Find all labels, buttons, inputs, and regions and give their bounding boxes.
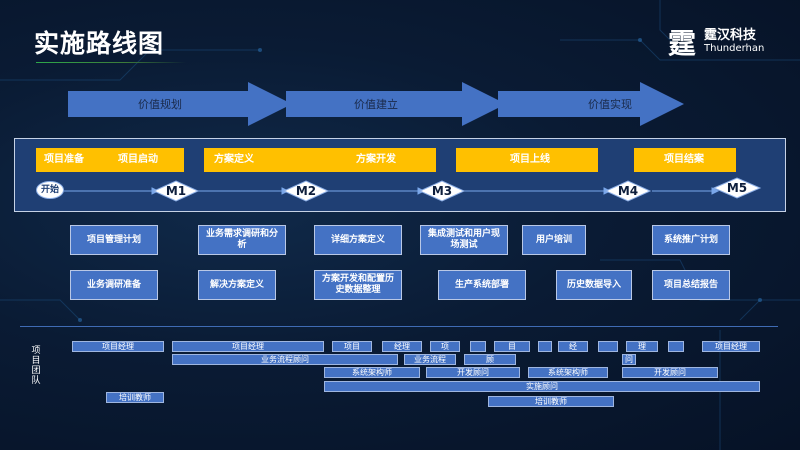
milestone-label: M4 <box>617 184 639 198</box>
milestone-label: M2 <box>295 184 317 198</box>
milestone-diamond-icon <box>712 177 762 199</box>
milestone-diamond-icon <box>418 180 466 202</box>
role-bar-blank <box>470 341 486 352</box>
role-bar: 业务流程顾问 <box>172 354 398 365</box>
role-bar: 项 <box>430 341 460 352</box>
role-bar-blank <box>538 341 552 352</box>
role-bar: 实施顾问 <box>324 381 760 392</box>
role-bar: 开发顾问 <box>426 367 520 378</box>
role-bar: 项目经理 <box>702 341 760 352</box>
phase-label: 价值建立 <box>354 98 398 111</box>
stage-bar-4: 项目结案 <box>634 148 736 172</box>
milestone-label: M3 <box>431 184 453 198</box>
role-bar: 项目经理 <box>172 341 324 352</box>
role-bar: 系统架构师 <box>528 367 608 378</box>
arrow-shape-icon <box>68 82 292 126</box>
role-bar: 目 <box>494 341 530 352</box>
task-box: 详细方案定义 <box>314 225 402 255</box>
stage-label: 项目准备 <box>44 154 84 165</box>
phase-label: 价值实现 <box>588 98 632 111</box>
task-box: 集成测试和用户现场测试 <box>420 225 508 255</box>
task-box: 项目总结报告 <box>652 270 730 300</box>
role-bar-blank <box>598 341 618 352</box>
task-box: 业务调研准备 <box>70 270 158 300</box>
phase-label: 价值规划 <box>138 98 182 111</box>
logo-chinese-name: 霆汉科技 <box>704 28 757 43</box>
phase-arrow-3: 价值实现 <box>498 82 684 126</box>
role-bar: 经理 <box>382 341 422 352</box>
role-bar: 培训教师 <box>106 392 164 403</box>
stage-bar-1: 项目准备 项目启动 <box>36 148 184 172</box>
stage-bar-2: 方案定义 方案开发 <box>204 148 436 172</box>
logo-english-name: Thunderhan <box>704 43 765 54</box>
stage-label: 项目上线 <box>510 154 550 165</box>
phase-arrow-2: 价值建立 <box>286 82 506 126</box>
team-label: 项目团队 <box>31 346 41 386</box>
role-bar: 项目 <box>332 341 372 352</box>
timeline-start: 开始 <box>36 181 64 199</box>
role-bar-blank <box>668 341 684 352</box>
role-bar: 业务流程 <box>404 354 456 365</box>
milestone-diamond-icon <box>282 180 330 202</box>
milestone-label: M5 <box>726 181 748 195</box>
task-box: 用户培训 <box>522 225 586 255</box>
arrow-shape-icon <box>498 82 684 126</box>
stage-label: 方案定义 <box>214 154 254 165</box>
task-box: 方案开发和配置历史数据整理 <box>314 270 402 300</box>
task-box: 解决方案定义 <box>198 270 276 300</box>
phase-arrow-1: 价值规划 <box>68 82 292 126</box>
task-box: 项目管理计划 <box>70 225 158 255</box>
milestone-diamond-icon <box>604 180 652 202</box>
role-bar: 问 <box>622 354 636 365</box>
task-box: 生产系统部署 <box>438 270 526 300</box>
role-bar: 顾 <box>464 354 516 365</box>
milestone-diamond-icon <box>152 180 200 202</box>
title-underline <box>36 62 186 63</box>
task-box: 系统推广计划 <box>652 225 730 255</box>
page-title: 实施路线图 <box>34 29 165 58</box>
milestone-label: M1 <box>165 184 187 198</box>
role-bar: 经 <box>558 341 588 352</box>
stage-label: 方案开发 <box>356 154 396 165</box>
role-bar: 培训教师 <box>488 396 614 407</box>
company-logo: 霆 霆汉科技 Thunderhan <box>668 22 788 62</box>
role-bar: 理 <box>626 341 658 352</box>
role-bar: 项目经理 <box>72 341 164 352</box>
task-box: 业务需求调研和分析 <box>198 225 286 255</box>
arrow-shape-icon <box>286 82 506 126</box>
section-divider <box>20 326 778 327</box>
role-bar: 开发顾问 <box>622 367 718 378</box>
task-box: 历史数据导入 <box>556 270 632 300</box>
stage-label: 项目结案 <box>664 154 704 165</box>
timeline-track <box>64 177 762 202</box>
logo-mark: 霆 <box>668 27 697 60</box>
stage-label: 项目启动 <box>118 154 158 165</box>
stage-bar-3: 项目上线 <box>456 148 598 172</box>
role-bar: 系统架构师 <box>324 367 420 378</box>
